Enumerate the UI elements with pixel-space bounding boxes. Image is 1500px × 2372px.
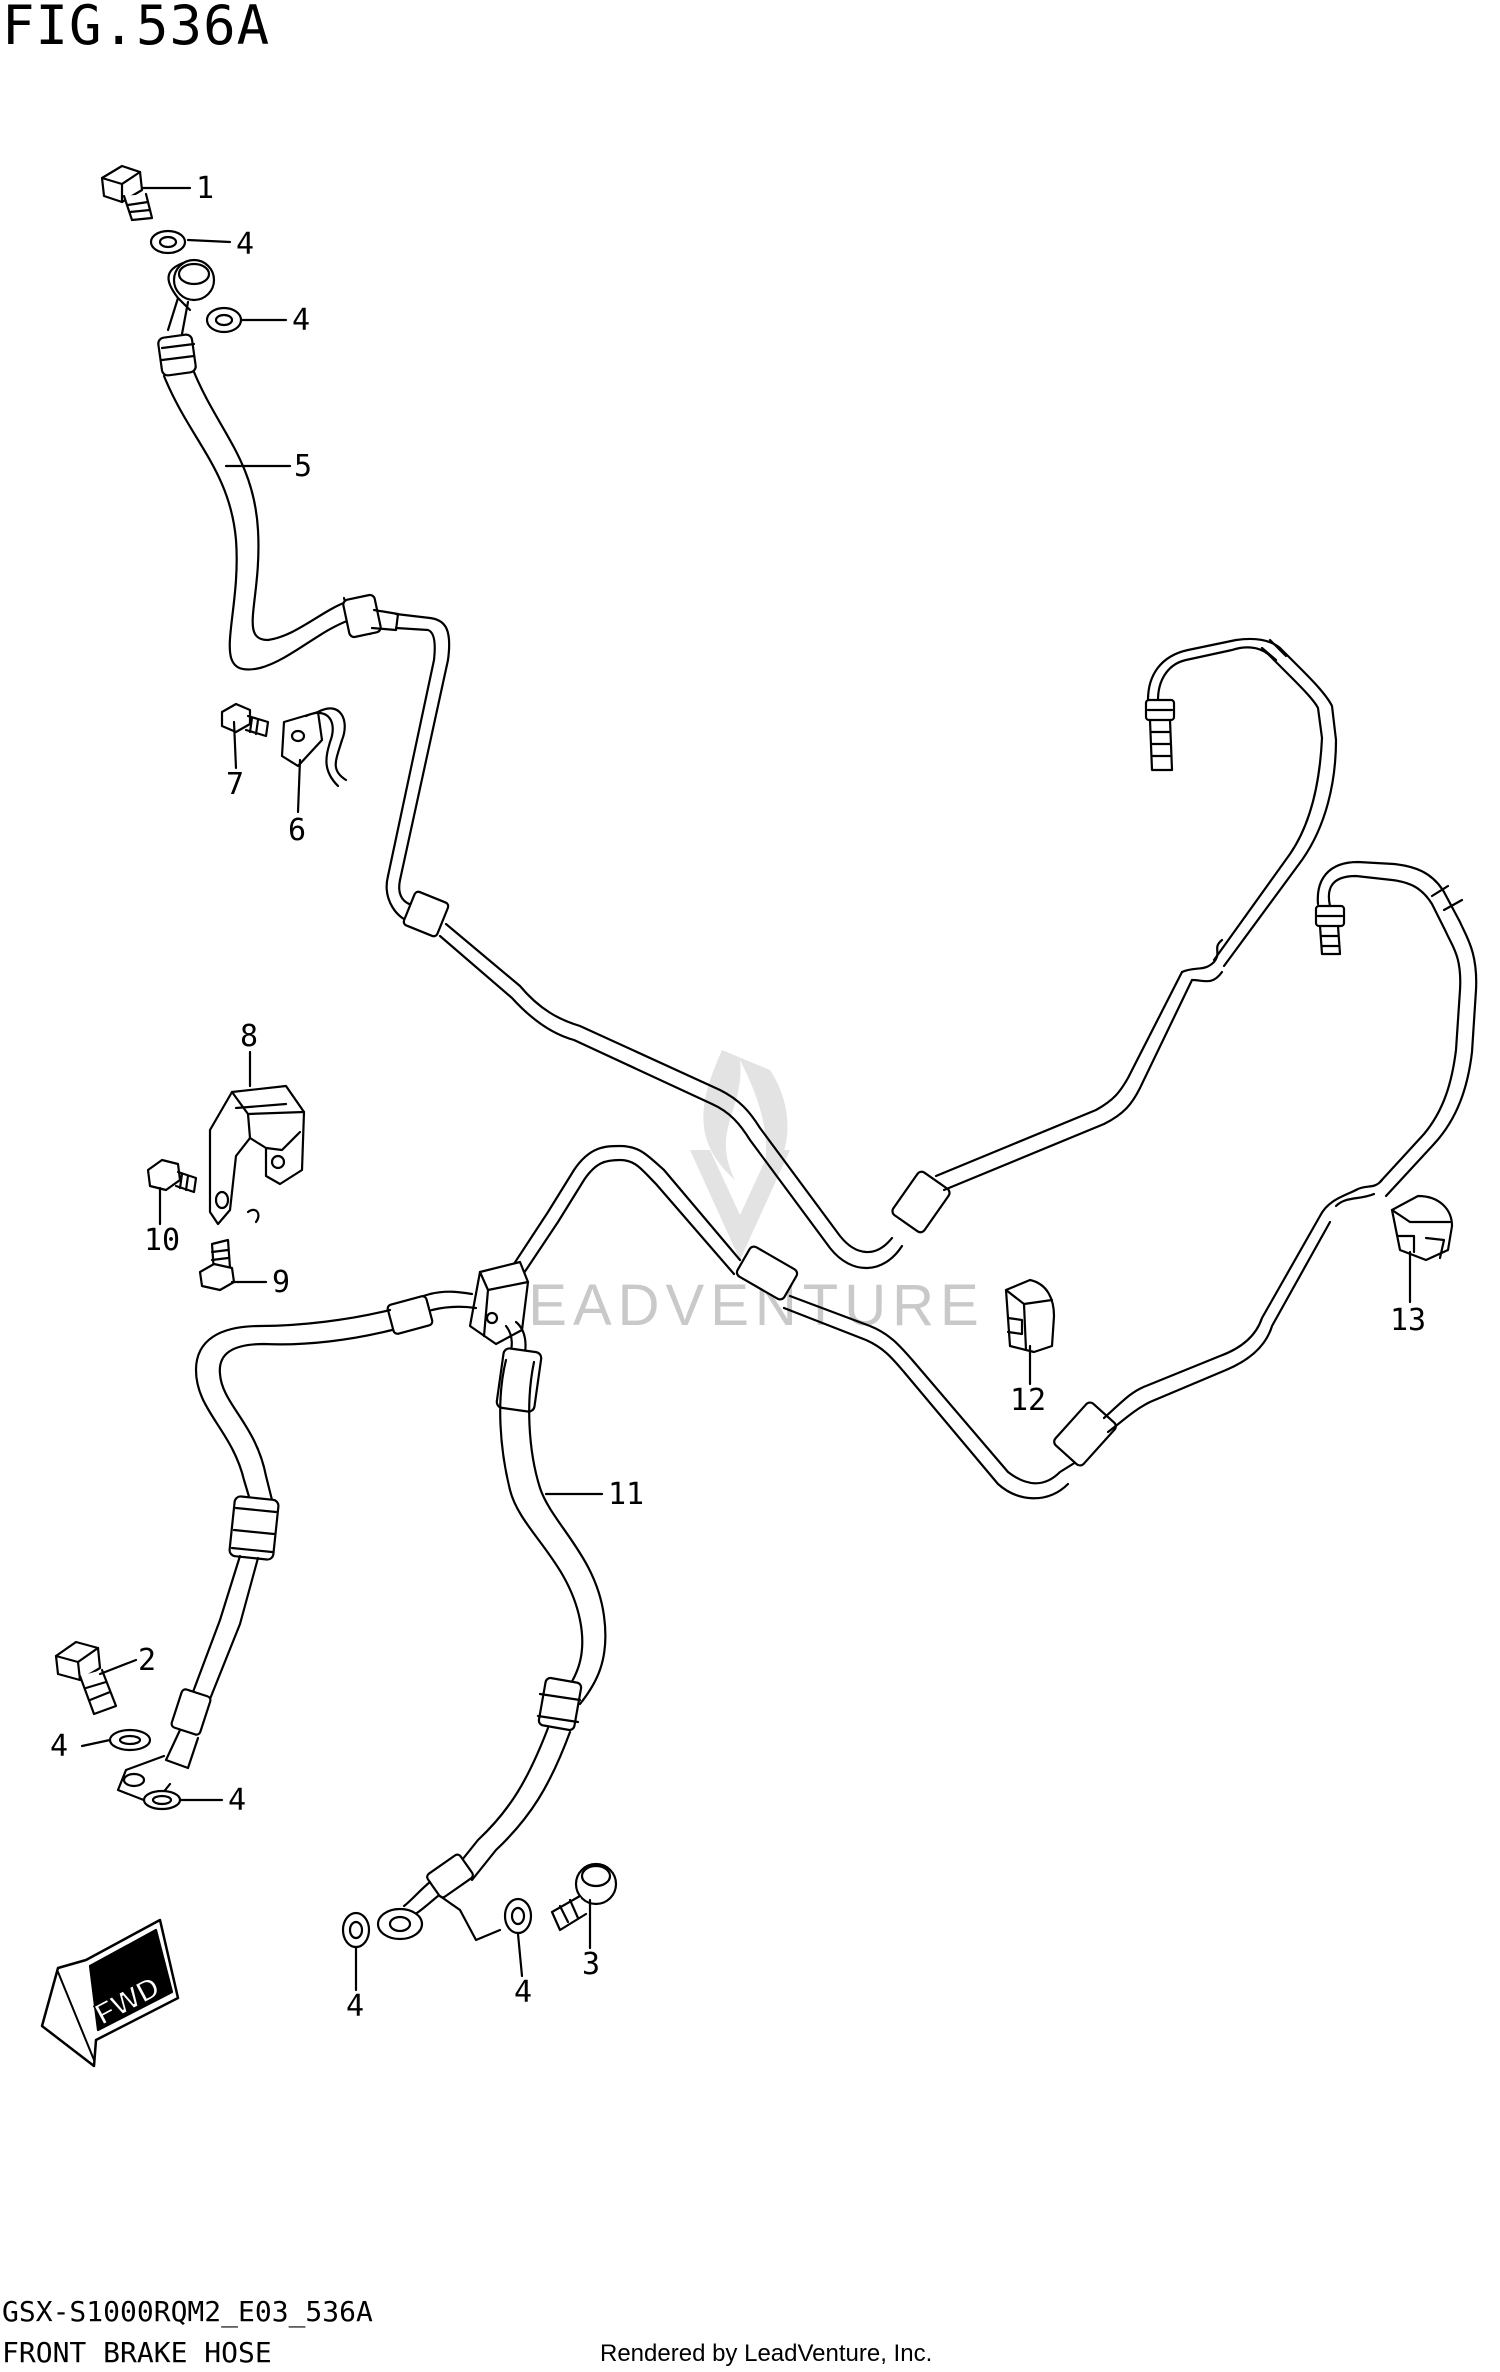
watermark-text: LEADVENTURE bbox=[490, 1273, 985, 1338]
figure-title: FIG.536A bbox=[2, 0, 271, 57]
render-credit: Rendered by LeadVenture, Inc. bbox=[600, 2340, 933, 2367]
part-13-clamp bbox=[1390, 1194, 1454, 1262]
part-3-banjo-bolt bbox=[550, 1862, 618, 1932]
callout-4f: 4 bbox=[514, 1975, 532, 2010]
brake-pipe-right bbox=[385, 637, 1338, 1270]
part-4-washer-a bbox=[149, 229, 187, 255]
callout-3: 3 bbox=[582, 1947, 600, 1982]
callout-8: 8 bbox=[240, 1019, 258, 1054]
callout-7: 7 bbox=[226, 767, 244, 802]
part-9-bolt bbox=[198, 1238, 236, 1292]
part-11-lower-hose bbox=[116, 1290, 607, 1942]
part-12-clamp bbox=[1004, 1278, 1056, 1354]
callout-13: 13 bbox=[1390, 1303, 1426, 1338]
callout-6: 6 bbox=[288, 813, 306, 848]
part-2-banjo-bolt bbox=[54, 1640, 118, 1716]
part-4-washer-c bbox=[108, 1728, 152, 1752]
part-10-bolt bbox=[146, 1158, 198, 1194]
callout-2: 2 bbox=[138, 1643, 156, 1678]
callout-12: 12 bbox=[1010, 1383, 1046, 1418]
assembly-name: FRONT BRAKE HOSE bbox=[2, 2336, 272, 2369]
callout-1: 1 bbox=[196, 171, 214, 206]
callout-4d: 4 bbox=[228, 1783, 246, 1818]
callout-4b: 4 bbox=[292, 303, 310, 338]
callout-4c: 4 bbox=[50, 1729, 68, 1764]
callout-11: 11 bbox=[608, 1477, 644, 1512]
part-4-washer-b bbox=[205, 306, 243, 334]
callout-9: 9 bbox=[272, 1265, 290, 1300]
callout-4a: 4 bbox=[236, 227, 254, 262]
part-6-clamp bbox=[280, 707, 348, 788]
fwd-arrow-icon bbox=[40, 1918, 180, 2068]
part-4-washer-d bbox=[142, 1789, 182, 1811]
part-1-banjo-bolt bbox=[100, 164, 154, 222]
part-4-washer-f bbox=[503, 1897, 533, 1935]
callout-10: 10 bbox=[144, 1223, 180, 1258]
callout-5: 5 bbox=[294, 449, 312, 484]
leader-lines bbox=[80, 186, 1412, 1992]
part-4-washer-e bbox=[341, 1911, 371, 1949]
brake-pipe-left bbox=[504, 860, 1478, 1500]
watermark: LEADVENTURE bbox=[490, 1050, 985, 1338]
callout-4e: 4 bbox=[346, 1989, 364, 2024]
part-7-bolt bbox=[220, 702, 270, 738]
part-5-upper-hose bbox=[157, 258, 451, 882]
junction-block bbox=[468, 1260, 530, 1346]
part-8-bracket bbox=[208, 1084, 306, 1226]
model-code: GSX-S1000RQM2_E03_536A bbox=[2, 2295, 373, 2328]
